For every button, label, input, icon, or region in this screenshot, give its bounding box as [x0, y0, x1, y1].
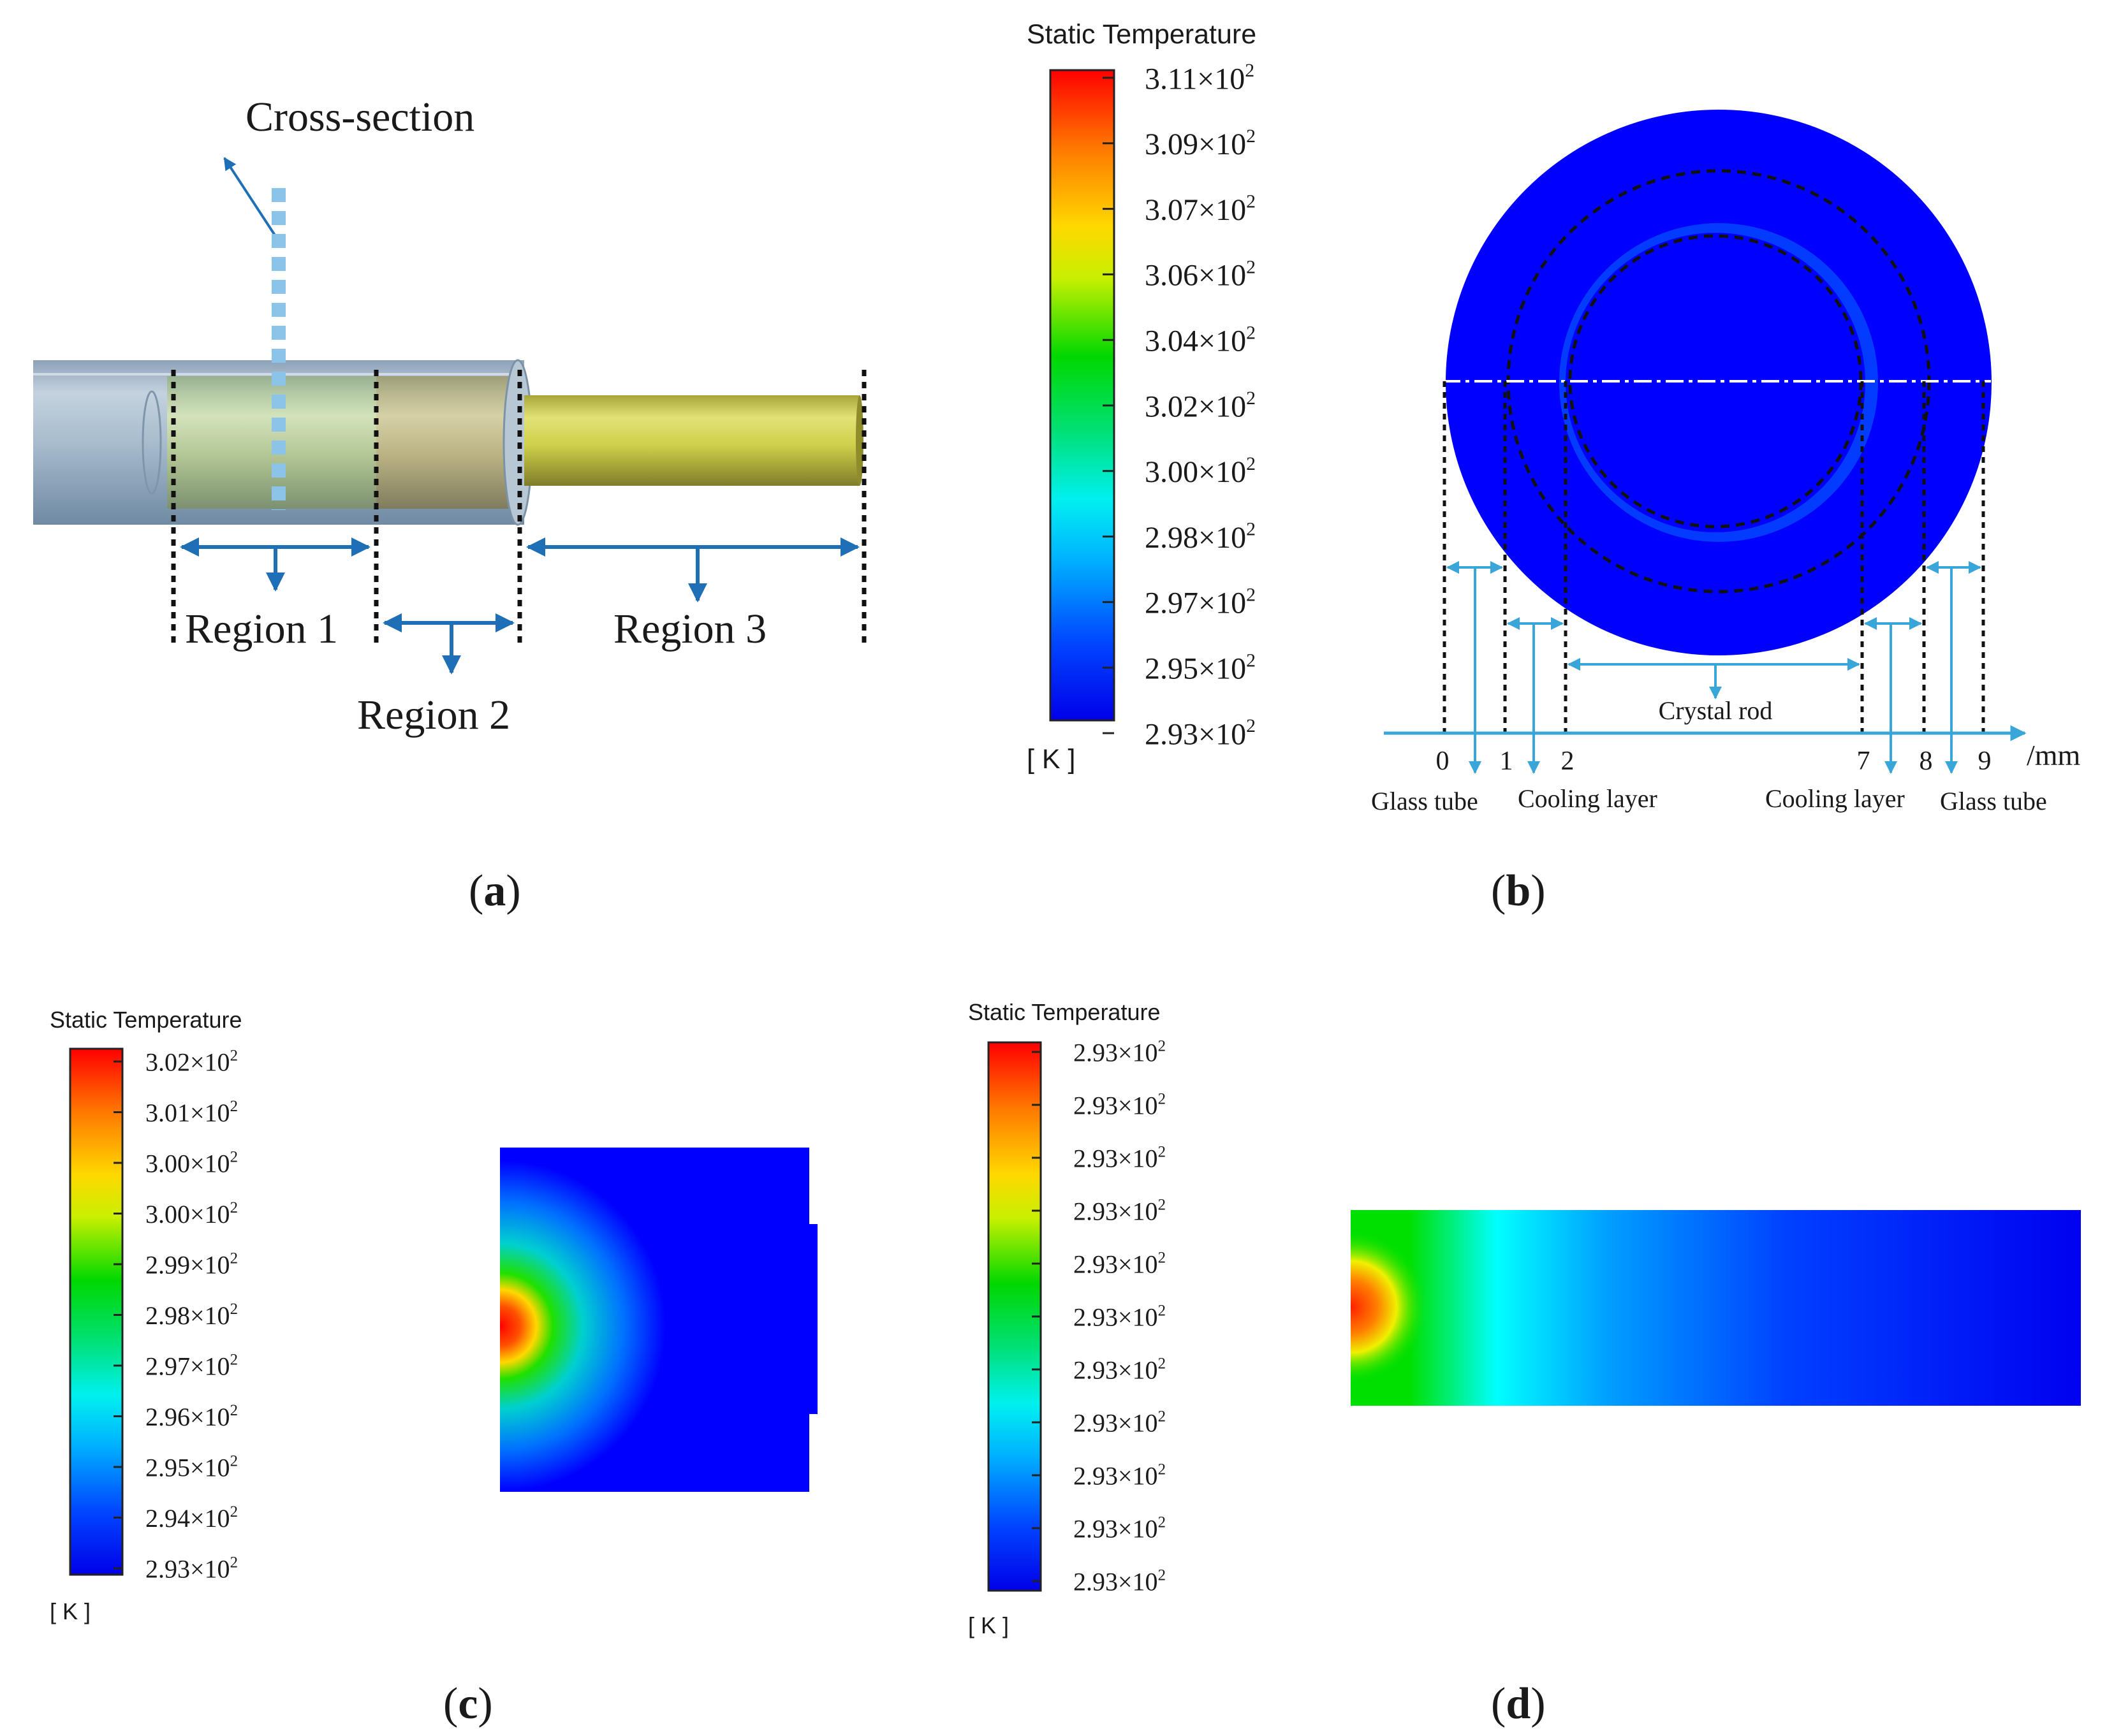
- colorbar-tick-label: 3.11×102: [1145, 60, 1254, 96]
- axis-tick-0: 0: [1436, 747, 1450, 776]
- axis-tick-8: 8: [1920, 747, 1933, 776]
- colorbar-tick-label: 3.06×102: [1145, 256, 1256, 292]
- colorbar-tick-label: 2.99×102: [145, 1250, 238, 1279]
- colorbar-tick-label: 3.02×102: [145, 1047, 238, 1076]
- colorbar-tick-label: 2.98×102: [1145, 519, 1256, 555]
- projection-lines: [1443, 381, 1985, 733]
- panel-c-caption-letter: c: [458, 1679, 478, 1728]
- panel-a-caption: (a): [469, 866, 521, 915]
- colorbar-tick-label: 3.01×102: [145, 1098, 238, 1127]
- colorbar-tick-label: 2.93×102: [1145, 715, 1256, 751]
- glass-tube-left-label: Glass tube: [1371, 787, 1478, 815]
- longitudinal-contour-region-3: [1351, 1210, 2081, 1406]
- panel-b: Static Temperature 3.11×102 3.09×102 3.07×…: [1027, 19, 2081, 915]
- colorbar-d-ticks: 2.93×102 2.93×102 2.93×102 2.93×102 2.93×102…: [1032, 1037, 1166, 1596]
- colorbar-tick-label: 3.00×102: [145, 1199, 238, 1229]
- colorbar-tick-label: 2.93×102: [1073, 1566, 1166, 1596]
- colorbar-b-ticks: 3.11×102 3.09×102 3.07×102 3.06×102 3.04×102…: [1103, 60, 1256, 751]
- panel-c: Static Temperature 3.02×102 3.01×102 3.00×…: [50, 1007, 818, 1728]
- longitudinal-contour-region-1-2: [500, 1148, 818, 1492]
- colorbar-tick-label: 2.94×102: [145, 1503, 238, 1533]
- colorbar-b-unit: [ K ]: [1027, 744, 1075, 775]
- colorbar-tick-label: 2.93×102: [1073, 1514, 1166, 1543]
- panel-d-caption-letter: d: [1506, 1679, 1531, 1728]
- region-1-label: Region 1: [185, 606, 338, 652]
- contour-d-heat-field: [1351, 1210, 1478, 1406]
- colorbar-d-unit: [ K ]: [968, 1612, 1009, 1638]
- colorbar-tick-label: 2.98×102: [145, 1301, 238, 1330]
- panel-b-caption-letter: b: [1506, 866, 1531, 915]
- colorbar-tick-label: 2.97×102: [1145, 584, 1256, 620]
- cross-section-contour: [1443, 110, 1992, 655]
- cooling-layer-right-label: Cooling layer: [1765, 784, 1905, 813]
- colorbar-tick-label: 2.93×102: [1073, 1302, 1166, 1331]
- panel-d: Static Temperature 2.93×1022.93×1022.93×…: [968, 999, 2081, 1728]
- colorbar-tick-label: 3.07×102: [1145, 191, 1256, 227]
- colorbar-tick-label: 2.93×102: [1073, 1143, 1166, 1172]
- axis-tick-9: 9: [1978, 747, 1992, 776]
- colorbar-tick-label: 3.04×102: [1145, 322, 1256, 358]
- colorbar-tick-label: 3.02×102: [1145, 388, 1256, 423]
- colorbar-tick-label: 2.93×102: [1073, 1461, 1166, 1490]
- cylinder-model: [33, 359, 863, 526]
- colorbar-b-title: Static Temperature: [1027, 19, 1256, 50]
- region-3-crystal-rod: [524, 395, 860, 486]
- region-dimension-arrows: [180, 537, 860, 675]
- colorbar-b-gradient: [1049, 69, 1115, 722]
- tube-internal-edge: [142, 390, 162, 495]
- colorbar-tick-label: 2.93×102: [1073, 1090, 1166, 1120]
- colorbar-tick-label: 2.93×102: [145, 1554, 238, 1583]
- colorbar-tick-label: 2.95×102: [145, 1452, 238, 1482]
- contour-c-step: [809, 1224, 818, 1414]
- colorbar-tick-label: 2.93×102: [1073, 1196, 1166, 1225]
- cross-section-label: Cross-section: [246, 94, 474, 140]
- glass-tube-right-label: Glass tube: [1940, 787, 2047, 815]
- contour-c-heat-field: [500, 1148, 809, 1492]
- colorbar-c-ticks: 3.02×102 3.01×102 3.00×102 3.00×102 2.99×102…: [114, 1047, 238, 1583]
- panel-b-caption: (b): [1491, 866, 1546, 915]
- axis-tick-2: 2: [1561, 747, 1575, 776]
- colorbar-c-gradient: [69, 1047, 124, 1576]
- colorbar-c-title: Static Temperature: [50, 1007, 242, 1033]
- colorbar-tick-label: 2.93×102: [1073, 1355, 1166, 1384]
- panel-d-caption: (d): [1491, 1679, 1546, 1728]
- cross-section-pointer-arrow: [223, 157, 280, 242]
- colorbar-tick-label: 3.09×102: [1145, 126, 1256, 161]
- mm-axis-tick-labels: 0 1 2 7 8 9: [1436, 747, 1992, 776]
- region-boundary-lines: [171, 370, 867, 647]
- layer-dimension-arrows: [1446, 561, 1981, 774]
- colorbar-tick-label: 2.96×102: [145, 1402, 238, 1431]
- panel-c-caption: (c): [443, 1679, 493, 1728]
- region-2-body: [376, 376, 518, 509]
- layer-labels: Glass tube Cooling layer Cooling layer G…: [1371, 784, 2047, 815]
- colorbar-d-title: Static Temperature: [968, 999, 1160, 1025]
- region-2-label: Region 2: [357, 692, 510, 738]
- colorbar-tick-label: 2.97×102: [145, 1351, 238, 1380]
- colorbar-tick-label: 3.00×102: [145, 1148, 238, 1178]
- colorbar-c-unit: [ K ]: [50, 1598, 91, 1624]
- region-3-label: Region 3: [613, 606, 767, 652]
- colorbar-tick-label: 2.93×102: [1073, 1037, 1166, 1067]
- colorbar-tick-label: 2.95×102: [1145, 650, 1256, 685]
- colorbar-tick-label: 2.93×102: [1073, 1249, 1166, 1278]
- cooling-layer-left-label: Cooling layer: [1518, 784, 1657, 813]
- axis-tick-1: 1: [1500, 747, 1513, 776]
- colorbar-tick-label: 3.00×102: [1145, 453, 1256, 489]
- panel-a: Cross-section Region 1: [33, 94, 867, 915]
- crystal-rod-label: Crystal rod: [1659, 696, 1773, 725]
- colorbar-tick-label: 2.93×102: [1073, 1408, 1166, 1437]
- panel-a-caption-letter: a: [483, 866, 506, 915]
- axis-unit-label: /mm: [2027, 739, 2081, 771]
- rod-end: [856, 395, 863, 486]
- axis-tick-7: 7: [1857, 747, 1870, 776]
